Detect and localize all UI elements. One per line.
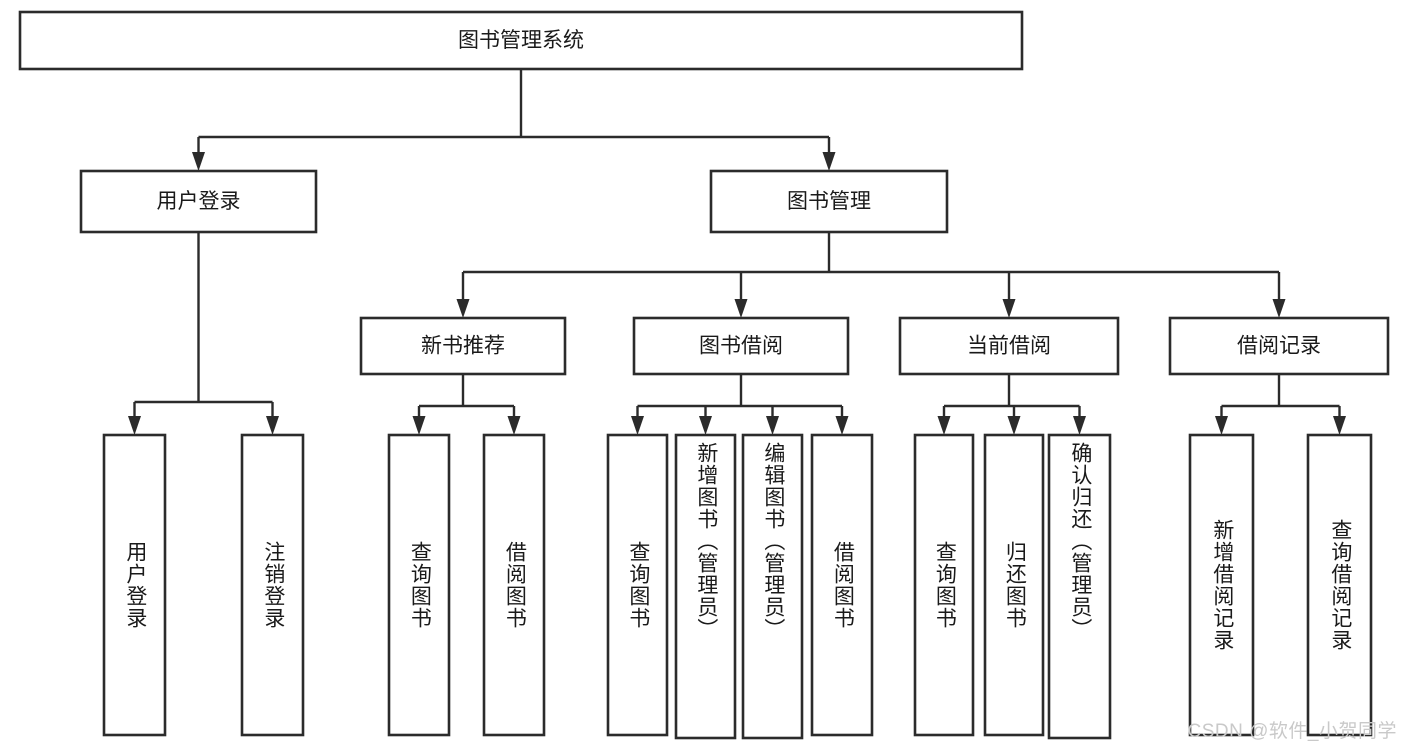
edge-group-e-new-book-recommend xyxy=(412,374,521,435)
node-label-root: 图书管理系统 xyxy=(458,29,584,52)
arrow-head-e-root-0 xyxy=(192,152,205,171)
arrow-head-e-new-book-recommend-1 xyxy=(507,416,521,435)
arrow-head-e-book-manage-3 xyxy=(1272,299,1286,318)
arrow-head-e-borrow-record-1 xyxy=(1333,416,1346,435)
csdn-watermark: CSDN @软件_小贺同学 xyxy=(1187,721,1397,742)
edge-group-e-current-borrow xyxy=(937,374,1086,435)
arrow-head-e-book-manage-0 xyxy=(456,299,470,318)
node-box-book-manage[interactable] xyxy=(709,169,949,234)
node-box-leaf-return-book[interactable] xyxy=(983,433,1045,737)
node-box-new-book-recommend[interactable] xyxy=(359,316,567,376)
arrow-head-e-book-manage-1 xyxy=(734,299,748,318)
node-box-leaf-logout[interactable] xyxy=(240,433,305,737)
arrow-head-e-book-borrow-0 xyxy=(631,416,644,435)
node-box-user-login[interactable] xyxy=(79,169,318,234)
arrow-head-e-new-book-recommend-0 xyxy=(412,416,426,435)
node-box-borrow-record[interactable] xyxy=(1168,316,1390,376)
arrow-head-e-book-borrow-1 xyxy=(699,416,712,435)
node-box-leaf-add-borrow-record[interactable] xyxy=(1188,433,1255,737)
arrow-head-e-borrow-record-0 xyxy=(1215,416,1228,435)
node-box-book-borrow[interactable] xyxy=(632,316,850,376)
edge-group-e-user-login xyxy=(128,232,279,435)
node-box-root[interactable] xyxy=(18,10,1024,71)
node-label-user-login: 用户登录 xyxy=(157,190,241,213)
node-box-leaf-borrow-book-2[interactable] xyxy=(810,433,874,737)
arrow-head-e-user-login-1 xyxy=(266,416,279,435)
edge-group-e-book-borrow xyxy=(631,374,849,435)
node-box-leaf-query-book-1[interactable] xyxy=(387,433,451,737)
arrow-head-e-current-borrow-1 xyxy=(1007,416,1021,435)
node-box-leaf-confirm-return-admin[interactable] xyxy=(1047,433,1112,740)
node-box-leaf-add-book-admin[interactable] xyxy=(674,433,737,740)
node-box-leaf-query-book-3[interactable] xyxy=(913,433,975,737)
node-box-leaf-user-login[interactable] xyxy=(102,433,167,737)
edge-group-e-root xyxy=(192,69,836,171)
node-box-leaf-edit-book-admin[interactable] xyxy=(741,433,804,740)
edges-layer xyxy=(128,69,1346,435)
node-label-new-book-recommend: 新书推荐 xyxy=(421,335,505,358)
node-label-borrow-record: 借阅记录 xyxy=(1237,335,1321,358)
arrow-head-e-user-login-0 xyxy=(128,416,141,435)
arrow-head-e-current-borrow-0 xyxy=(937,416,951,435)
node-box-leaf-query-book-2[interactable] xyxy=(606,433,669,737)
node-label-book-borrow: 图书借阅 xyxy=(699,335,783,358)
node-label-current-borrow: 当前借阅 xyxy=(967,335,1051,358)
edge-group-e-borrow-record xyxy=(1215,374,1346,435)
arrow-head-e-current-borrow-2 xyxy=(1073,416,1086,435)
arrow-head-e-book-manage-2 xyxy=(1002,299,1016,318)
arrow-head-e-root-1 xyxy=(822,152,836,171)
boxes-layer xyxy=(18,10,1390,740)
edge-group-e-book-manage xyxy=(456,232,1286,318)
arrow-head-e-book-borrow-3 xyxy=(835,416,849,435)
arrow-head-e-book-borrow-2 xyxy=(766,416,779,435)
node-box-leaf-borrow-book-1[interactable] xyxy=(482,433,546,737)
node-box-current-borrow[interactable] xyxy=(898,316,1120,376)
node-label-book-manage: 图书管理 xyxy=(787,190,871,213)
node-box-leaf-query-borrow-record[interactable] xyxy=(1306,433,1373,737)
